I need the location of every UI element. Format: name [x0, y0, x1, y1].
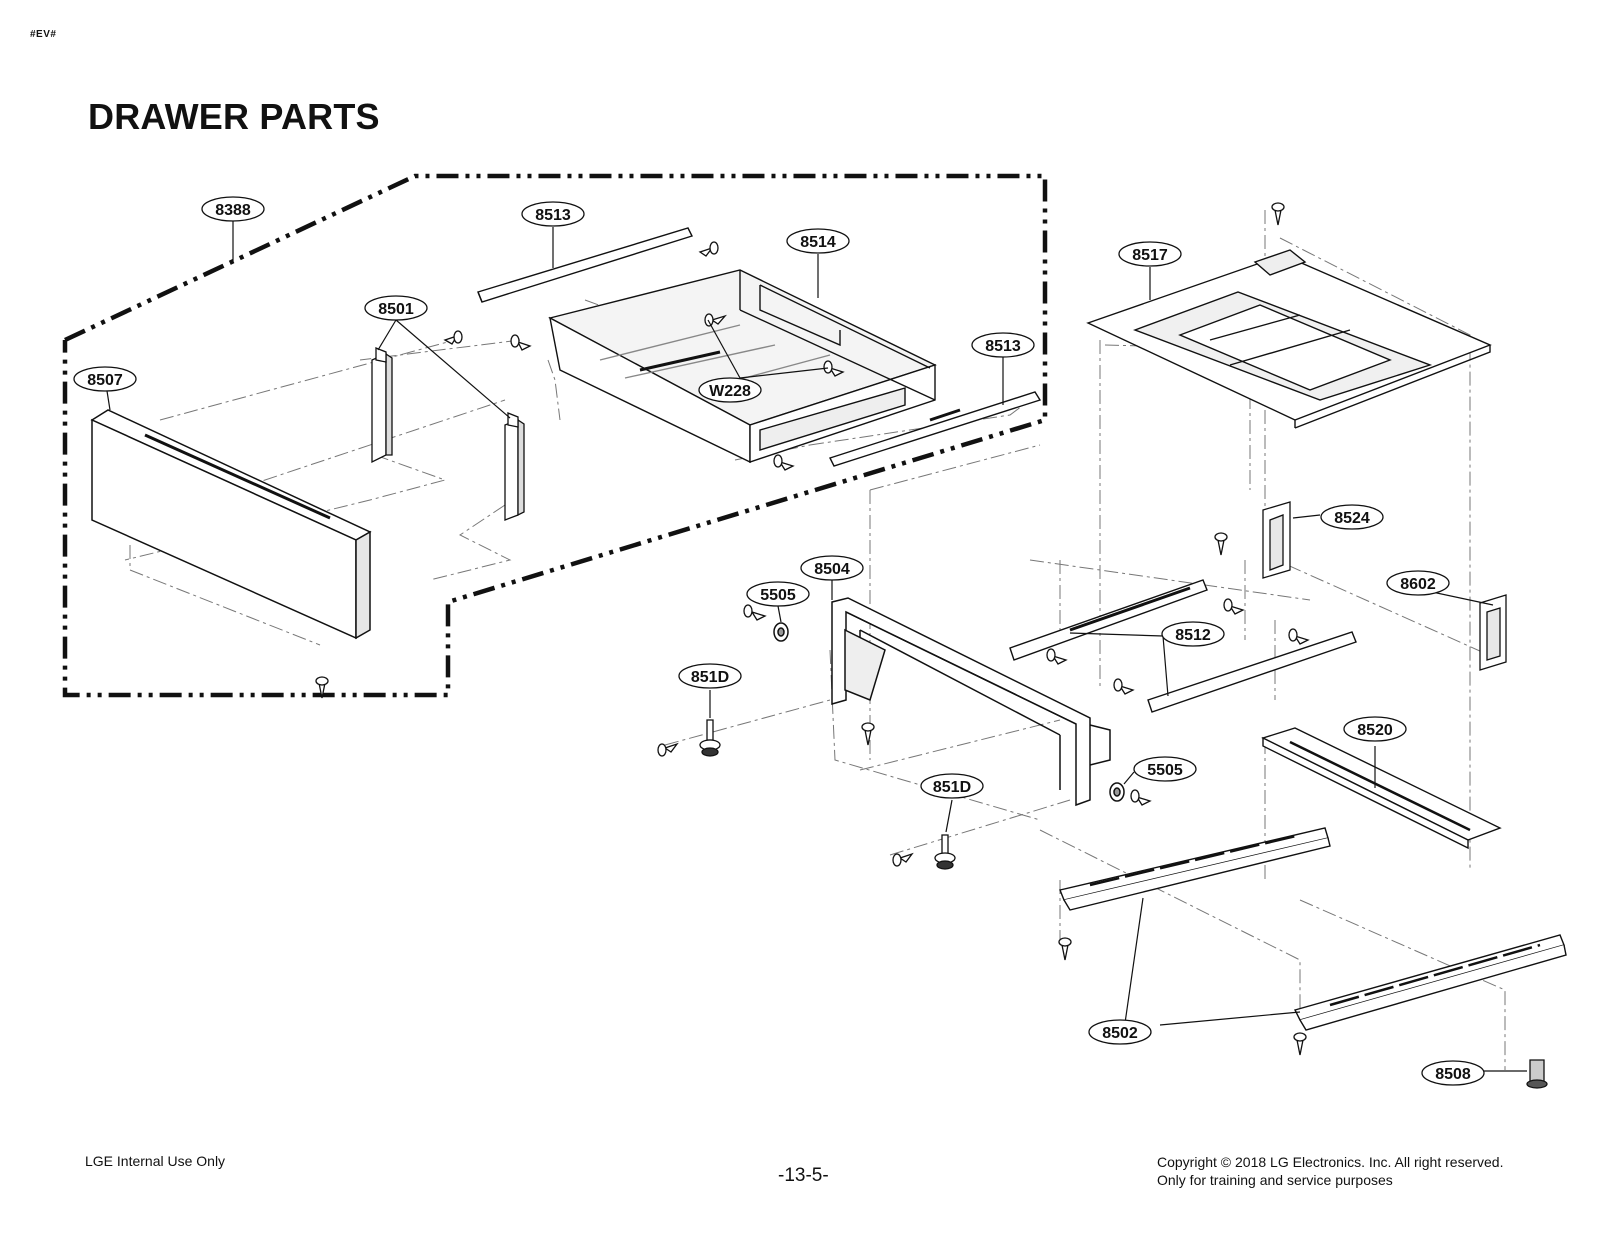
callout-label: 8524	[1334, 510, 1370, 527]
callout-label: W228	[709, 383, 751, 400]
side-brackets	[1262, 501, 1507, 671]
callout-8602: 8602	[1386, 570, 1450, 596]
callout-label: 8502	[1102, 1025, 1138, 1042]
callout-label: 8602	[1400, 576, 1436, 593]
callout-label: 851D	[933, 779, 971, 796]
base-rails	[1059, 827, 1567, 1031]
callout-label: 8388	[215, 202, 251, 219]
callout-label: 8520	[1357, 722, 1393, 739]
copyright-line: Copyright © 2018 LG Electronics. Inc. Al…	[1157, 1154, 1504, 1170]
top-cover-panel	[1086, 249, 1492, 429]
callout-label: 8507	[87, 372, 123, 389]
callout-label: 5505	[760, 587, 796, 604]
callout-8520: 8520	[1343, 716, 1407, 742]
drawer-front-panel	[90, 409, 372, 640]
callout-8513-top: 8513	[521, 201, 585, 227]
callout-851D-lower: 851D	[920, 773, 984, 799]
callout-label: 8513	[535, 207, 571, 224]
callout-label: 8513	[985, 338, 1021, 355]
leader-lines	[106, 221, 1527, 1072]
footer-internal-use: LGE Internal Use Only	[85, 1153, 226, 1169]
callout-label: 8514	[800, 234, 836, 251]
callout-8508: 8508	[1421, 1060, 1485, 1086]
footer-page-number: -13-5-	[778, 1165, 829, 1186]
callout-5505-right: 5505	[1133, 756, 1197, 782]
callout-8517: 8517	[1118, 241, 1182, 267]
front-frame	[831, 597, 1111, 807]
page-title: DRAWER PARTS	[88, 96, 380, 137]
callout-label: 8504	[814, 561, 850, 578]
base-slide-rails	[1009, 579, 1357, 713]
callout-8501: 8501	[364, 295, 428, 321]
callout-8388: 8388	[201, 196, 265, 222]
callout-label: 8508	[1435, 1066, 1471, 1083]
callout-8524: 8524	[1320, 504, 1384, 530]
callout-8507: 8507	[73, 366, 137, 392]
callout-5505-left: 5505	[746, 581, 810, 607]
callout-8504: 8504	[800, 555, 864, 581]
callout-label: 5505	[1147, 762, 1183, 779]
callout-8502: 8502	[1088, 1019, 1152, 1045]
screws	[315, 202, 1310, 1056]
corner-code: #EV#	[30, 29, 57, 40]
callout-8514: 8514	[786, 228, 850, 254]
callout-851D-upper: 851D	[678, 663, 742, 689]
drawer-slide-rails	[477, 227, 1042, 467]
callout-8513-right: 8513	[971, 332, 1035, 358]
drawer-assembly-boundary	[62, 173, 1048, 698]
front-brackets	[371, 347, 525, 521]
drawer-tub	[548, 269, 937, 464]
leveling-feet	[699, 719, 1548, 1089]
callout-label: 851D	[691, 669, 729, 686]
callout-label: 8501	[378, 301, 414, 318]
callout-W228: W228	[698, 377, 762, 403]
base-tray	[1261, 727, 1502, 850]
training-line: Only for training and service purposes	[1157, 1172, 1393, 1188]
grommets	[773, 622, 1125, 802]
callout-label: 8517	[1132, 247, 1168, 264]
callout-8512: 8512	[1161, 621, 1225, 647]
footer-copyright: Copyright © 2018 LG Electronics. Inc. Al…	[1157, 1153, 1503, 1189]
callout-label: 8512	[1175, 627, 1211, 644]
